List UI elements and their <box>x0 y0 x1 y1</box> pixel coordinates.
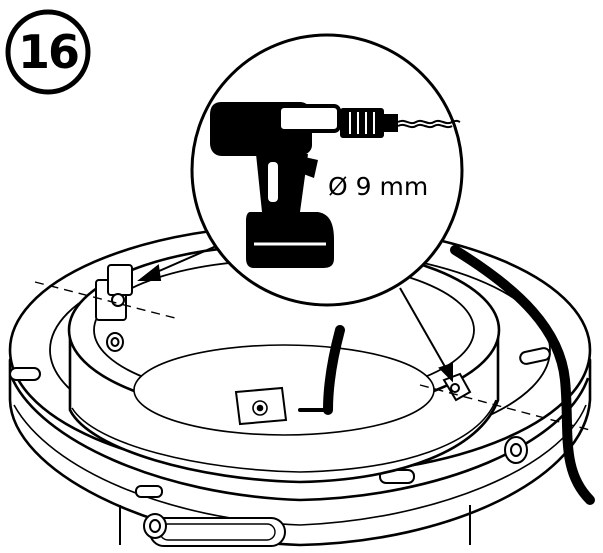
cable-clip <box>95 264 133 352</box>
step-number: 16 <box>17 25 80 79</box>
drill-callout <box>190 33 464 307</box>
interior-floor <box>133 344 435 436</box>
mounting-slots <box>9 347 551 547</box>
screw-boss-right <box>504 436 528 464</box>
drill-bit-diameter-label: Ø 9 mm <box>328 172 429 201</box>
dashed-drill-axis <box>34 281 591 431</box>
drill-bit-icon <box>397 119 461 129</box>
step-number-circle <box>5 9 91 95</box>
power-drill-icon <box>210 102 398 268</box>
power-cable <box>298 245 595 505</box>
screw-boss-left <box>143 513 167 539</box>
wall-clip-right <box>442 372 472 402</box>
